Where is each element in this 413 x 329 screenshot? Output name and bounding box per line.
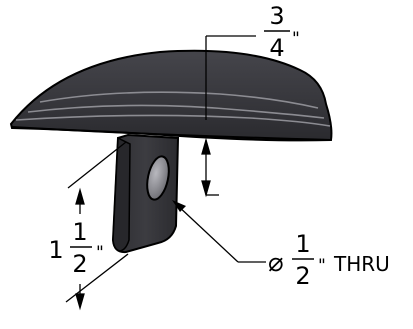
through-hole	[146, 155, 170, 201]
tab-side-face	[112, 136, 131, 252]
dome-head	[9, 49, 333, 142]
label-tab-height: 1 1 2 "	[48, 218, 103, 278]
extension-line-top	[67, 141, 127, 189]
arrowhead-down	[201, 180, 211, 198]
diameter-symbol: ⌀	[268, 248, 284, 278]
dome-rim-edge	[11, 126, 332, 141]
arrowhead-up	[75, 187, 85, 205]
arrowhead-down	[75, 293, 85, 311]
label-head-thickness: 3 4 "	[264, 2, 300, 62]
leader-arrowhead	[172, 200, 186, 212]
dim-head-thickness	[201, 35, 256, 198]
dome-contour-3	[15, 114, 331, 127]
inch-mark: "	[292, 29, 300, 49]
label-hole: ⌀ 1 2 " THRU	[268, 230, 390, 290]
dim-hole-leader	[172, 200, 266, 263]
fraction-numerator: 1	[295, 230, 310, 258]
fraction-numerator: 1	[72, 218, 87, 246]
fraction-numerator: 3	[269, 2, 284, 30]
thru-note: THRU	[333, 252, 390, 276]
fraction-denominator: 2	[295, 262, 310, 290]
inch-mark: "	[96, 243, 104, 263]
inch-mark: "	[318, 256, 326, 276]
leader-line	[175, 203, 239, 263]
fraction-denominator: 4	[269, 34, 284, 62]
fraction-denominator: 2	[72, 250, 87, 278]
whole-number: 1	[48, 236, 63, 264]
dome-head-body	[9, 49, 333, 142]
dome-contour-2	[27, 104, 325, 119]
mounting-tab	[111, 133, 180, 254]
dim-tab-height	[65, 141, 129, 311]
arrowhead-up	[201, 137, 211, 155]
